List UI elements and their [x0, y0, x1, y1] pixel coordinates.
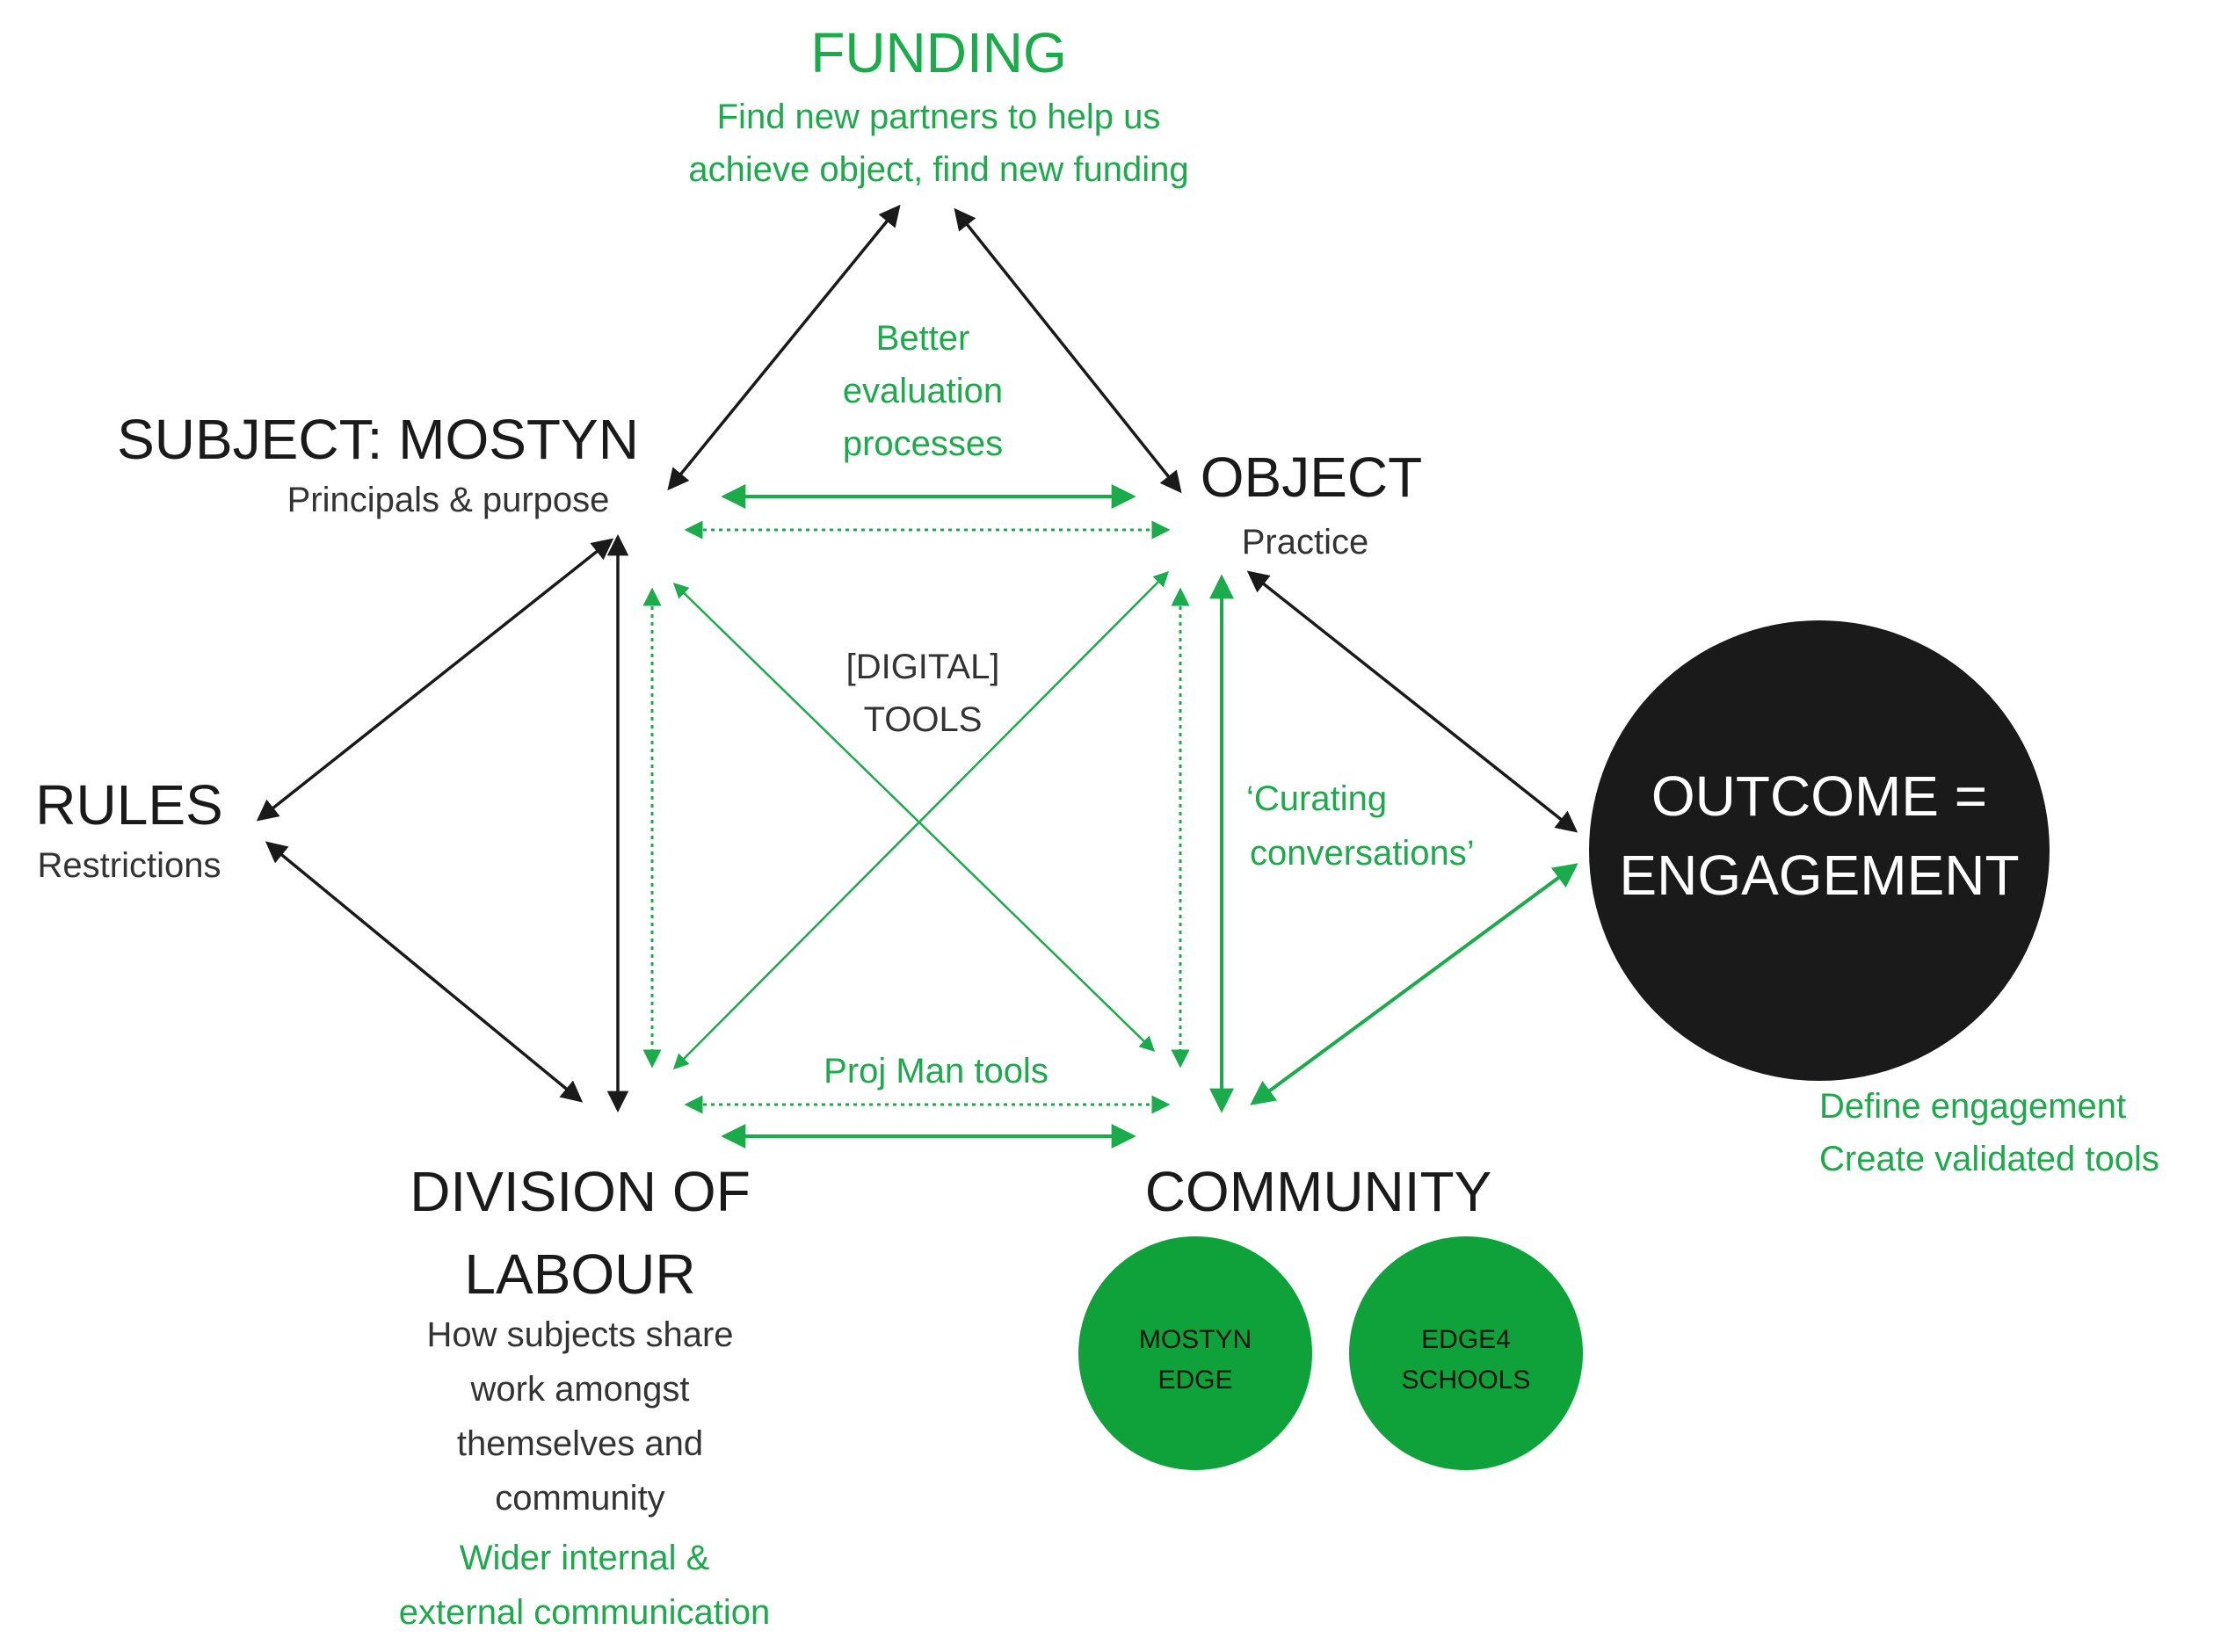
outcome-note-1: Define engagement: [1819, 1087, 2126, 1126]
rules-subtitle: Restrictions: [38, 846, 221, 885]
arrow-funding-object: [954, 207, 1182, 494]
division-desc-3: themselves and: [457, 1424, 703, 1463]
arrow-diagonal-object-division: [672, 570, 1170, 1070]
community-circle-1-line2: EDGE: [1157, 1366, 1232, 1395]
outcome-circle: [1589, 620, 2050, 1081]
evaluation-label-1: Better: [876, 319, 970, 358]
arrow-subject-rules: [256, 538, 614, 822]
arrow-subject-funding: [667, 204, 901, 491]
funding-title: FUNDING: [810, 21, 1067, 84]
community-circle-2-line1: EDGE4: [1421, 1325, 1511, 1354]
tools-label-1: [DIGITAL]: [846, 648, 1000, 686]
evaluation-label-2: evaluation: [843, 372, 1003, 410]
arrow-object-outcome: [1246, 570, 1578, 833]
arrow-rules-division: [265, 841, 584, 1103]
division-green-2: external communication: [399, 1593, 770, 1632]
object-subtitle: Practice: [1242, 523, 1369, 562]
community-circle-edge4-schools: [1349, 1236, 1583, 1470]
subject-title: SUBJECT: MOSTYN: [117, 408, 639, 471]
rules-title: RULES: [35, 773, 222, 837]
community-circle-1-line1: MOSTYN: [1139, 1325, 1252, 1354]
division-desc-1: How subjects share: [426, 1315, 733, 1354]
division-desc-2: work amongst: [470, 1370, 690, 1409]
evaluation-label-3: processes: [843, 424, 1003, 463]
division-title-2: LABOUR: [464, 1243, 695, 1306]
community-circle-2-line2: SCHOOLS: [1402, 1366, 1531, 1395]
tools-label-2: TOOLS: [864, 700, 983, 739]
community-circle-mostyn-edge: [1078, 1236, 1312, 1470]
curating-label-2: conversations’: [1250, 834, 1475, 873]
outcome-line1: OUTCOME =: [1651, 764, 1987, 828]
curating-label-1: ‘Curating: [1246, 779, 1387, 818]
outcome-note-2: Create validated tools: [1819, 1140, 2159, 1178]
proj-man-label: Proj Man tools: [824, 1052, 1049, 1090]
division-title-1: DIVISION OF: [410, 1160, 751, 1223]
outcome-line2: ENGAGEMENT: [1619, 844, 2019, 907]
funding-line1: Find new partners to help us: [717, 98, 1161, 136]
division-desc-4: community: [495, 1479, 664, 1518]
division-green-1: Wider internal &: [460, 1539, 710, 1577]
object-title: OBJECT: [1201, 446, 1422, 509]
funding-line2: achieve object, find new funding: [688, 150, 1188, 189]
community-title: COMMUNITY: [1145, 1160, 1492, 1223]
subject-subtitle: Principals & purpose: [287, 481, 610, 519]
arrow-community-outcome: [1250, 863, 1578, 1105]
